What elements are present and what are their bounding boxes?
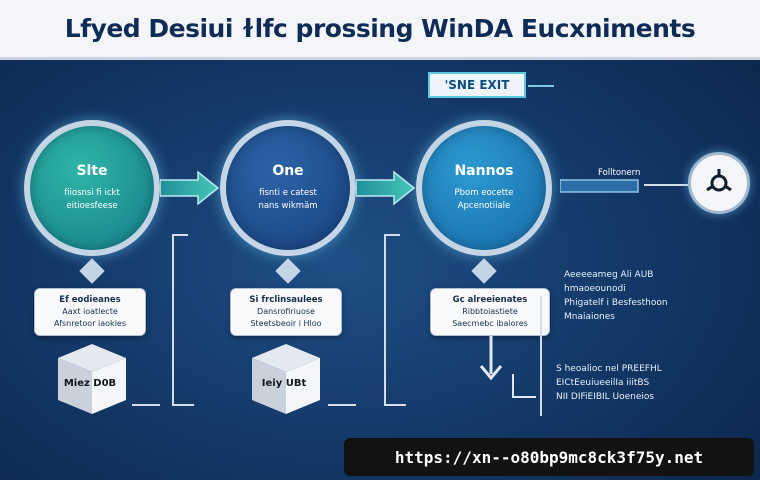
text-block-1: Aeeeeameg Ali AUB hmaoeounodi Phigatelf … <box>564 268 668 324</box>
connector-line <box>132 404 160 406</box>
connector-line <box>172 404 194 406</box>
side-label: Folltonern <box>598 168 641 178</box>
stage-tag: 'SNE EXIT <box>428 72 554 98</box>
process-circle-3: Nannos Pbom eocette Apcenotiiale <box>416 120 552 256</box>
cube-icon <box>252 344 320 414</box>
connector-line <box>540 296 542 416</box>
bracket-line <box>384 234 400 406</box>
bracket-line <box>172 234 188 406</box>
text-line: EICtEeuiueeilIa iiitBS <box>556 378 650 388</box>
info-box-line: Dansrofiriuose <box>257 307 315 316</box>
circle-title: Nannos <box>454 163 514 179</box>
circle-subtitle-line: Pbom eocette <box>454 188 514 198</box>
info-box-line: Aaxt ioatlecte <box>62 307 118 316</box>
circle-subtitle-line: fiiosnsi fi ickt <box>64 188 120 198</box>
connector-arrow-icon <box>560 179 639 193</box>
circle-pointer <box>79 258 105 284</box>
circle-subtitle-line: nans wikmäm <box>258 201 318 211</box>
url-watermark: https://xn--o80bp9mc8ck3f75y.net <box>344 438 754 476</box>
circle-pointer <box>275 258 301 284</box>
corner-marker <box>512 374 536 398</box>
circle-pointer <box>471 258 497 284</box>
connector-line <box>328 404 356 406</box>
text-block-2: S heoalioc nel PREEFHL EICtEeuiueeilIa i… <box>556 362 662 404</box>
text-line: Phigatelf i Besfesthoon <box>564 298 668 308</box>
text-line: NII DIFiEIBIL Uoeneios <box>556 392 655 402</box>
text-line: S heoalioc nel PREEFHL <box>556 364 662 374</box>
circle-title: One <box>272 163 304 179</box>
down-arrow-icon <box>479 336 503 381</box>
info-box-3: Gc alreeienates Ribbtoiastiete Saecmebc … <box>430 288 550 336</box>
info-box-line: Ribbtoiastiete <box>462 307 518 316</box>
process-circle-1: Slte fiiosnsi fi ickt eitioesfeese <box>24 120 160 256</box>
text-line: hmaoeounodi <box>564 284 626 294</box>
cube-label: Ieiy UBt <box>261 378 307 389</box>
info-box-line: Saecmebc ibaiores <box>452 319 528 328</box>
info-box-line: Steetsbeoir i Hloo <box>250 319 322 328</box>
title-bar: Lfyed Desiui ɫlfc prossing WinDA Eucxnim… <box>0 0 760 60</box>
connector-line <box>644 184 688 186</box>
cube-label: Miez D0B <box>63 378 117 389</box>
process-circle-2: One fisnti e catest nans wikmäm <box>220 120 356 256</box>
circle-subtitle-line: eitioesfeese <box>66 201 118 211</box>
text-line: Aeeeeameg Ali AUB <box>564 270 654 280</box>
page-title: Lfyed Desiui ɫlfc prossing WinDA Eucxnim… <box>64 14 696 43</box>
info-box-2: Si frclinsaulees Dansrofiriuose Steetsbe… <box>230 288 342 336</box>
gear-icon <box>688 152 750 214</box>
info-box-1: Ef eodieanes Aaxt ioatlecte Afsnretoor i… <box>34 288 146 336</box>
connector-line <box>384 404 406 406</box>
circle-title: Slte <box>76 163 108 179</box>
info-box-title: Gc alreeienates <box>452 295 528 305</box>
cube-icon <box>58 344 126 414</box>
info-box-title: Si frclinsaulees <box>249 295 323 305</box>
info-box-line: Afsnretoor iaokies <box>54 319 126 328</box>
info-box-title: Ef eodieanes <box>59 295 121 305</box>
text-line: Mnaiaiones <box>564 312 615 322</box>
flow-arrow-icon <box>356 170 416 206</box>
flow-arrow-icon <box>160 170 220 206</box>
circle-subtitle-line: fisnti e catest <box>259 188 317 198</box>
circle-subtitle-line: Apcenotiiale <box>457 201 511 211</box>
